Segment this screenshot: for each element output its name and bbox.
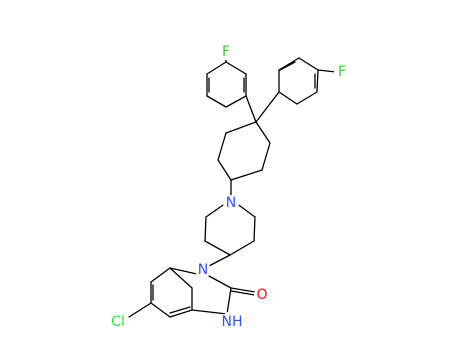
bond-line — [128, 302, 152, 318]
bond-line — [208, 254, 231, 267]
bond-line — [278, 57, 300, 71]
bond-line — [206, 61, 227, 75]
bond-line — [169, 267, 193, 289]
bond-line — [205, 202, 227, 218]
double-bond-line — [230, 290, 256, 296]
bond-line — [255, 91, 280, 123]
atom-n-benzimidazole: N — [195, 262, 211, 278]
bond-line — [235, 202, 256, 218]
bond-line — [261, 142, 271, 171]
bond-line — [204, 240, 231, 256]
bond-line — [226, 287, 232, 315]
atom-n-piperidine: N — [223, 195, 239, 211]
bond-line — [191, 309, 228, 315]
bond-line — [169, 309, 193, 318]
atom-o-carbonyl-label: O — [256, 287, 267, 303]
atom-cl: Cl — [107, 311, 129, 333]
bond-line — [317, 69, 337, 73]
bond-line — [225, 121, 257, 134]
atom-nh-label: NH — [222, 314, 243, 330]
atom-o-carbonyl: O — [254, 287, 270, 303]
bond-line — [298, 57, 319, 71]
atom-f-top-label: F — [222, 44, 230, 60]
atom-nh: NH — [221, 311, 243, 333]
bond-lines — [128, 57, 337, 318]
bond-line — [225, 95, 247, 108]
double-bond-line — [279, 61, 296, 71]
bond-line — [229, 240, 255, 256]
bond-line — [217, 132, 227, 161]
double-bond-line — [169, 306, 191, 314]
atom-n-benzimidazole-label: N — [198, 262, 208, 278]
bond-line — [217, 159, 232, 181]
atom-labels: F F N N O Cl NH — [107, 44, 350, 333]
bond-line — [225, 61, 247, 75]
bond-line — [230, 169, 263, 181]
bond-line — [253, 216, 256, 242]
bond-line — [278, 91, 298, 105]
bond-line — [230, 287, 256, 293]
atom-f-right: F — [334, 64, 350, 80]
bond-line — [206, 95, 227, 108]
bond-line — [204, 216, 207, 242]
atom-f-right-label: F — [338, 64, 346, 80]
bond-line — [296, 91, 318, 105]
bond-line — [255, 121, 271, 144]
bond-line — [169, 267, 198, 275]
bond-line — [150, 302, 171, 318]
bond-line — [316, 69, 319, 93]
atom-f-top: F — [218, 44, 234, 60]
bond-line — [245, 95, 257, 123]
bond-line — [208, 275, 232, 289]
bond-line — [150, 267, 171, 283]
atom-cl-label: Cl — [111, 314, 125, 330]
atom-n-piperidine-label: N — [226, 195, 236, 211]
